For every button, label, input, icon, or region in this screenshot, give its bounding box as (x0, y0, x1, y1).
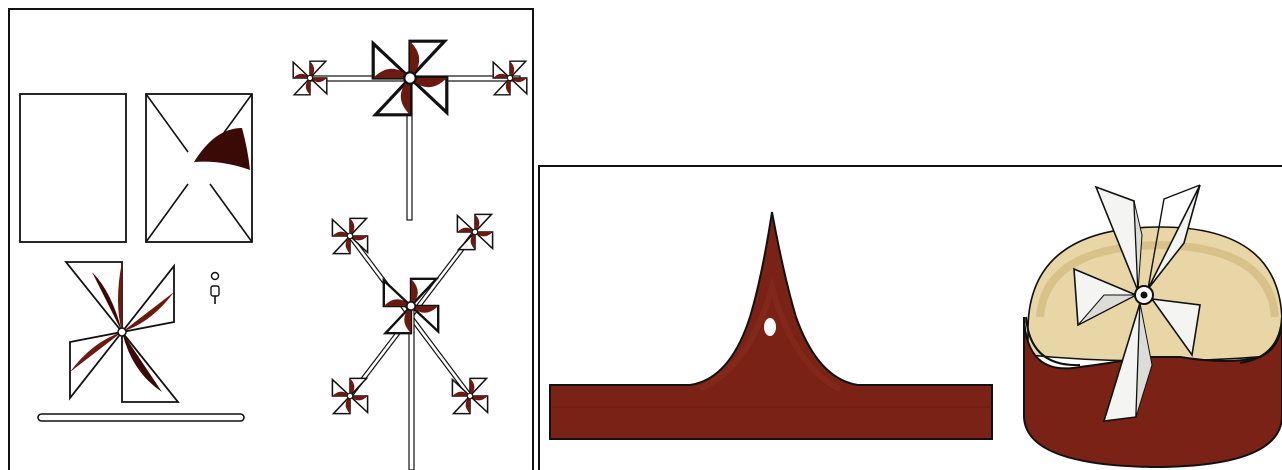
pinwheel-x-arrangement (332, 214, 492, 470)
assembled-pinwheel (66, 262, 178, 402)
cut-paper-square (146, 94, 252, 242)
pinwheel-instructions-panel (8, 8, 534, 470)
blank-paper-square (20, 94, 126, 242)
crown-band-hole (764, 318, 776, 336)
headband-panel (538, 165, 1282, 470)
pin-and-bead-icon (211, 273, 219, 305)
crown-band-cutout (550, 212, 992, 439)
pinwheel-instructions-illustration (10, 10, 532, 470)
pinwheel-headband (1024, 185, 1282, 467)
headband-illustration (540, 167, 1282, 470)
pinwheel-cross-arrangement (293, 41, 527, 220)
wooden-stick (38, 414, 244, 421)
